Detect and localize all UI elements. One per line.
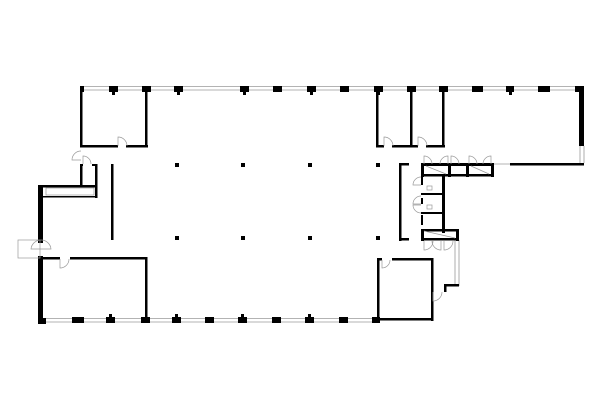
windows — [40, 86, 585, 323]
doors — [17, 136, 492, 302]
walls — [38, 86, 584, 324]
